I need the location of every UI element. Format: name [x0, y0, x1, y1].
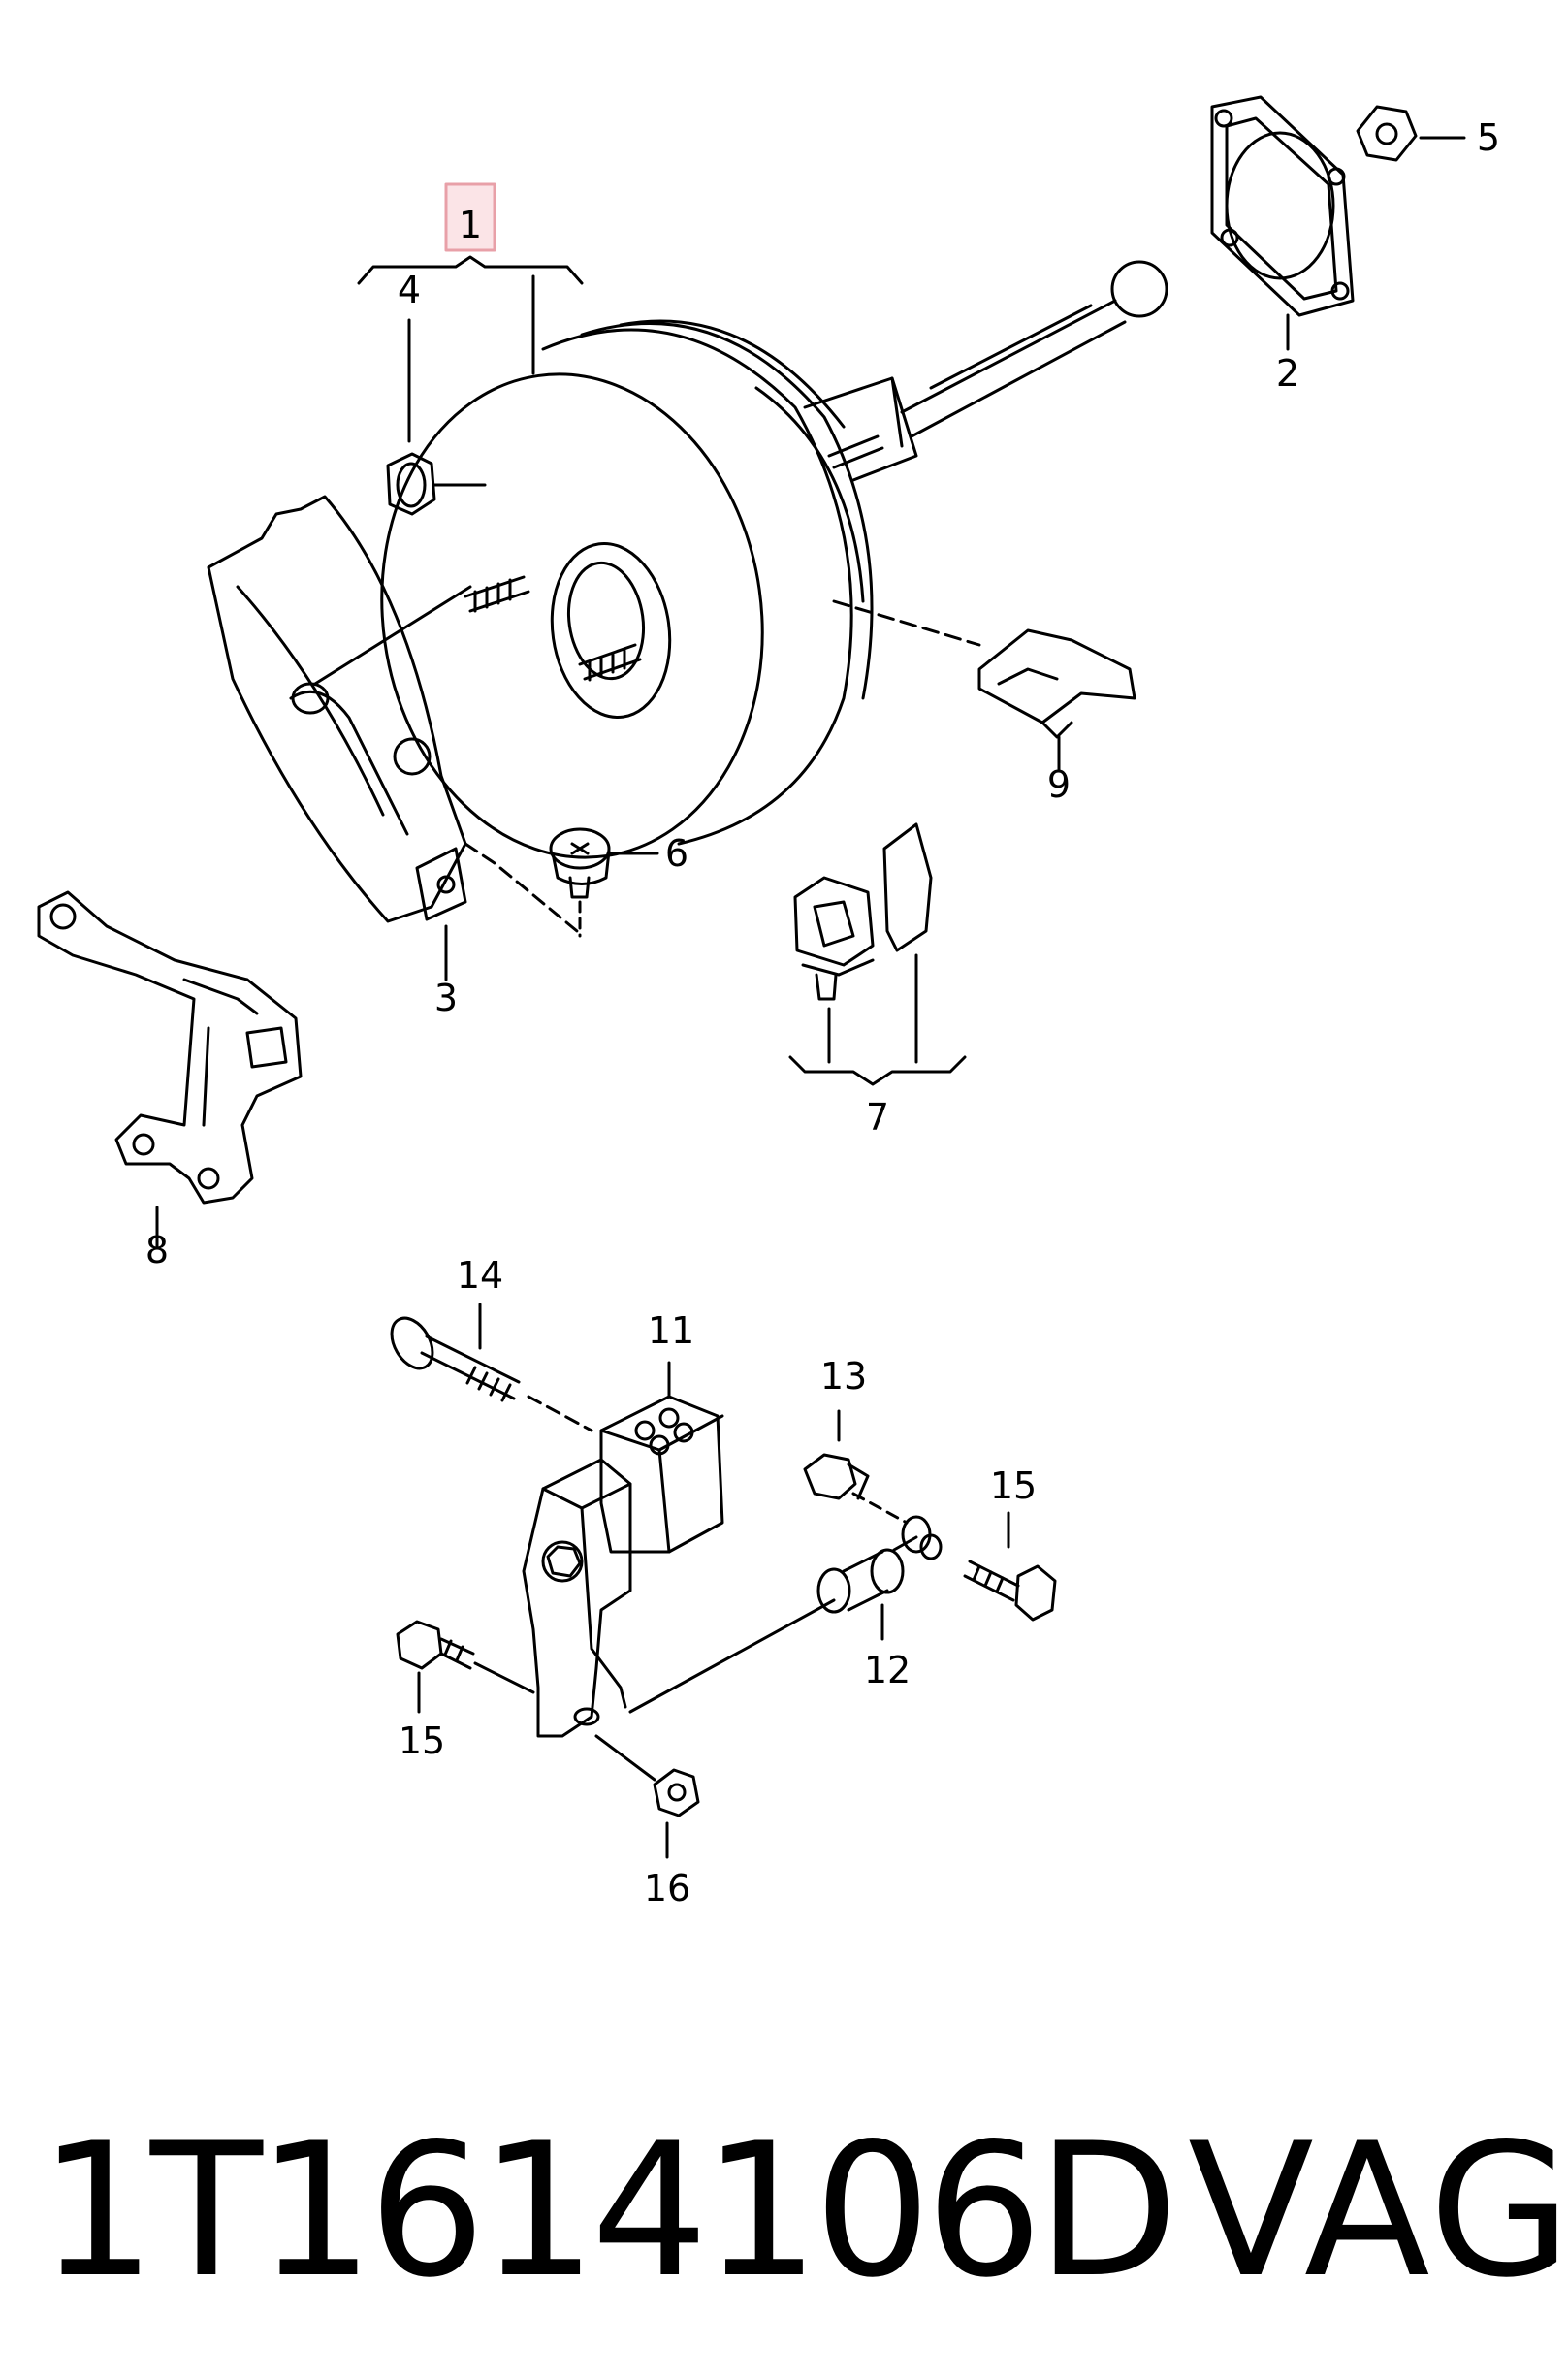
- clip-9: [832, 599, 1136, 773]
- footer-caption: 1T1614106D VAG: [0, 2085, 1568, 2337]
- nut-13: [803, 1409, 909, 1525]
- bolt-14: [390, 1303, 593, 1432]
- callout-9: 9: [1047, 763, 1071, 806]
- vacuum-sensor: [788, 822, 967, 1086]
- screw-6: [549, 827, 659, 938]
- callout-15-right: 15: [990, 1464, 1037, 1507]
- bolt-15-left: [396, 1620, 535, 1714]
- callout-7: 7: [866, 1096, 889, 1139]
- brand-name: VAG: [1188, 2104, 1568, 2318]
- assembly-link: [628, 1598, 836, 1714]
- part-number: 1T1614106D: [39, 2104, 1178, 2318]
- callout-15-left: 15: [399, 1720, 445, 1762]
- callout-1-bracket: [357, 255, 584, 285]
- callout-2: 2: [1276, 352, 1299, 395]
- bolt-15-right: [963, 1511, 1057, 1622]
- heat-shield: [207, 495, 579, 981]
- callout-6: 6: [665, 832, 688, 875]
- brake-booster: [380, 260, 1168, 859]
- callout-14: 14: [457, 1254, 503, 1297]
- gasket: [1210, 95, 1355, 351]
- callout-1-highlight: [444, 182, 496, 252]
- callout-3: 3: [434, 977, 458, 1019]
- mounting-bracket: [37, 890, 303, 1248]
- callout-4: 4: [398, 269, 421, 311]
- nut-16: [594, 1734, 700, 1859]
- callout-1: 1: [459, 204, 482, 246]
- nut-5: [1356, 105, 1466, 162]
- callout-16: 16: [644, 1867, 690, 1910]
- callout-13: 13: [820, 1355, 867, 1398]
- pedal-bracket-block: [522, 1361, 724, 1738]
- callout-11: 11: [648, 1309, 694, 1352]
- callout-5: 5: [1477, 116, 1500, 159]
- callout-12: 12: [864, 1649, 911, 1691]
- callout-8: 8: [145, 1229, 169, 1271]
- spacer-12: [816, 1515, 943, 1641]
- grommet-4: [386, 318, 487, 516]
